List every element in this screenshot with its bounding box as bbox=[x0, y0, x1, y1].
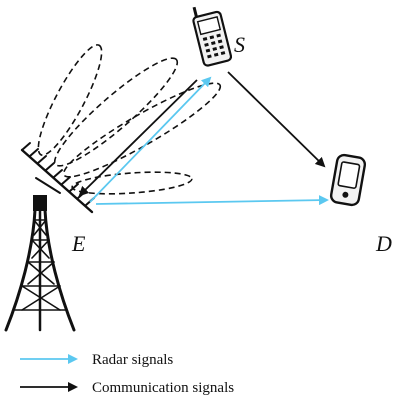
legend-item-communication: Communication signals bbox=[20, 380, 234, 396]
mobile-phone-icon bbox=[192, 6, 233, 67]
beam-lobe-upper-middle bbox=[53, 57, 179, 167]
node-label-s: S bbox=[234, 32, 245, 57]
beam-lobe-lower bbox=[71, 171, 193, 195]
handheld-device-icon bbox=[329, 153, 367, 207]
node-label-e: E bbox=[71, 231, 86, 256]
radar-links bbox=[89, 76, 329, 206]
radar-arrow-e-to-d bbox=[95, 195, 329, 206]
legend-label-radar: Radar signals bbox=[92, 352, 173, 368]
comm-arrow-s-to-d bbox=[227, 71, 326, 168]
legend: Radar signals Communication signals bbox=[20, 352, 234, 396]
beam-lobe-upper bbox=[37, 44, 103, 156]
radar-arrow-e-to-s bbox=[89, 76, 212, 203]
beam-pattern-lobes bbox=[37, 44, 222, 195]
communication-links bbox=[78, 71, 326, 197]
beam-lobe-main bbox=[62, 82, 222, 178]
legend-label-communication: Communication signals bbox=[92, 380, 234, 396]
legend-item-radar: Radar signals bbox=[20, 352, 173, 368]
comm-arrow-s-to-e bbox=[78, 79, 198, 197]
node-label-d: D bbox=[375, 231, 392, 256]
